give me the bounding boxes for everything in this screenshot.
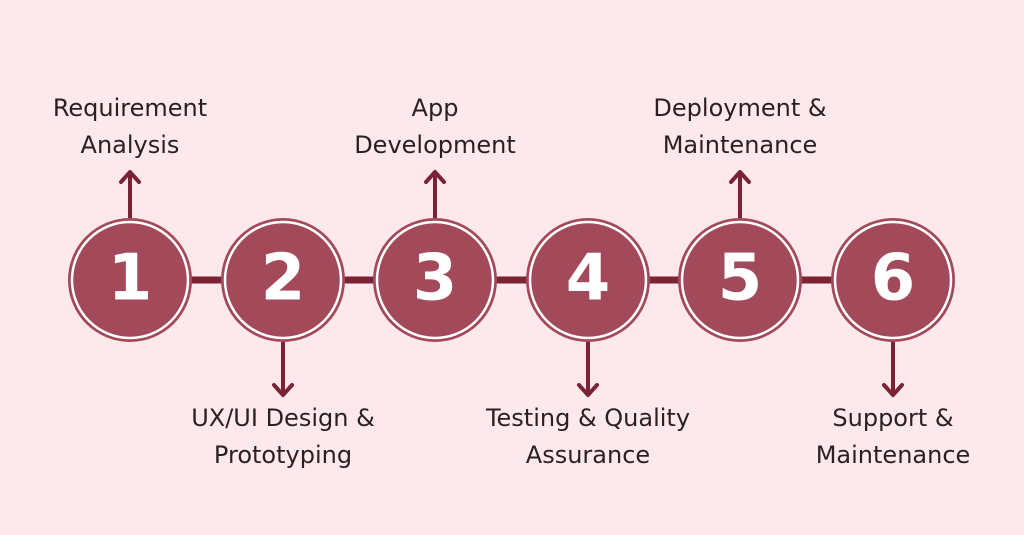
step-3-label-line-1: App <box>411 94 459 122</box>
step-5-circle-ring <box>680 220 800 340</box>
step-6-label-line-1: Support & <box>832 404 954 432</box>
step-4-arrow-down-icon <box>577 383 599 397</box>
step-5-label-line-1: Deployment & <box>653 94 827 122</box>
step-5-number: 5 <box>718 242 763 316</box>
step-3-circle-ring <box>375 220 495 340</box>
step-2-label-line-2: Prototyping <box>213 441 353 469</box>
step-4-label-line-1: Testing & Quality <box>485 404 691 432</box>
step-2-label-line-1: UX/UI Design & <box>191 404 375 432</box>
step-1-circle-ring <box>70 220 190 340</box>
step-1-number: 1 <box>108 242 153 316</box>
step-2-node: 2 <box>221 218 345 342</box>
step-1-circle-inner <box>74 224 186 336</box>
step-6-number: 6 <box>871 242 916 316</box>
step-5-label: Deployment & Maintenance <box>610 90 870 164</box>
step-circles: 1 2 3 4 5 6 <box>68 218 955 342</box>
step-4-number: 4 <box>566 242 611 316</box>
step-2-arrow-down-icon <box>272 383 294 397</box>
step-1-label-line-2: Analysis <box>80 131 180 159</box>
step-3-label: App Development <box>305 90 565 164</box>
step-2-label: UX/UI Design & Prototyping <box>153 400 413 474</box>
step-6-arrow-down-icon <box>882 383 904 397</box>
step-3-arrow-up-icon <box>424 170 446 184</box>
step-6-label-line-2: Maintenance <box>815 441 971 469</box>
step-4-circle-ring <box>528 220 648 340</box>
step-4-circle-inner <box>532 224 644 336</box>
step-arrows <box>119 170 904 397</box>
step-3-number: 3 <box>413 242 458 316</box>
step-3-circle-inner <box>379 224 491 336</box>
step-1-label-line-1: Requirement <box>52 94 208 122</box>
step-6-circle-ring <box>833 220 953 340</box>
step-4-label: Testing & Quality Assurance <box>458 400 718 474</box>
step-3-node: 3 <box>373 218 497 342</box>
step-5-arrow-up-icon <box>729 170 751 184</box>
step-5-node: 5 <box>678 218 802 342</box>
step-5-circle-inner <box>684 224 796 336</box>
step-1-node: 1 <box>68 218 192 342</box>
step-1-arrow-up-icon <box>119 170 141 184</box>
step-2-circle-inner <box>227 224 339 336</box>
step-4-node: 4 <box>526 218 650 342</box>
step-6-node: 6 <box>831 218 955 342</box>
step-4-label-line-2: Assurance <box>525 441 651 469</box>
step-6-circle-inner <box>837 224 949 336</box>
step-1-label: Requirement Analysis <box>0 90 260 164</box>
step-3-label-line-2: Development <box>354 131 516 159</box>
step-6-label: Support & Maintenance <box>763 400 1023 474</box>
step-2-number: 2 <box>261 242 306 316</box>
step-2-circle-ring <box>223 220 343 340</box>
step-5-label-line-2: Maintenance <box>662 131 818 159</box>
